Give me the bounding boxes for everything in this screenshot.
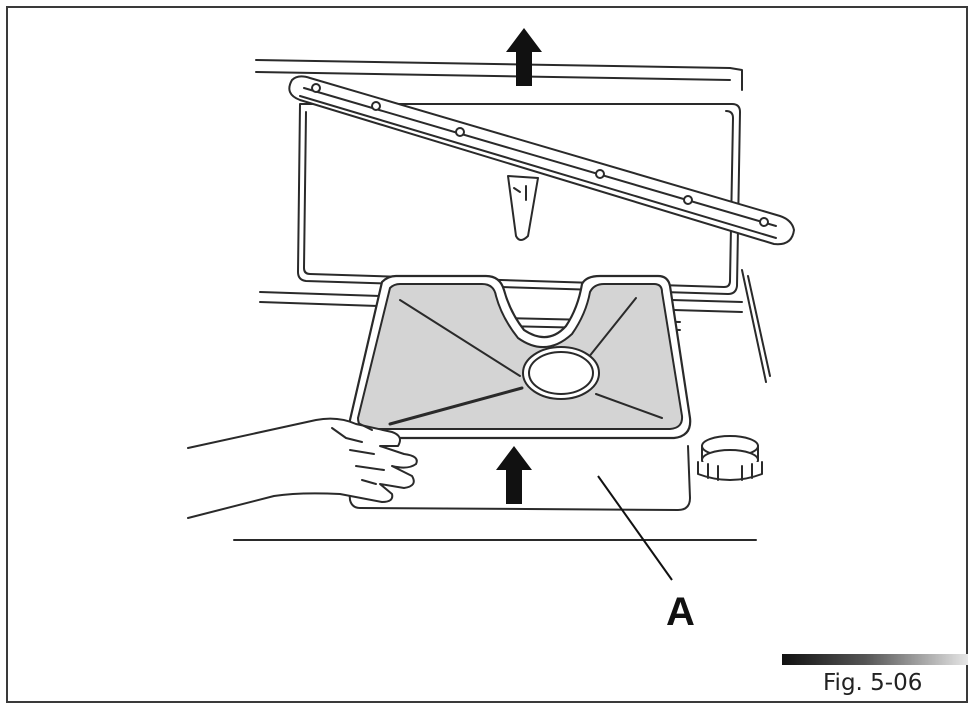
figure-caption: Fig. 5-06 [823, 670, 923, 696]
hand-illustration [187, 417, 418, 519]
arrow-up-icon [506, 28, 542, 86]
figure-caption-bar [782, 654, 968, 665]
lower-spray-arm [288, 75, 795, 246]
flat-filter-plate [348, 274, 692, 440]
drain-cap [697, 435, 763, 481]
tub-side-wall [741, 269, 771, 383]
callout-label-a: A [666, 590, 695, 634]
tub-back-panel [297, 103, 741, 295]
callout-leader-line [597, 475, 673, 581]
spray-arm-feed-pipe [507, 175, 539, 241]
filter-basin [233, 445, 757, 541]
arrow-up-icon [496, 446, 532, 504]
upper-rail-lines [255, 59, 743, 91]
